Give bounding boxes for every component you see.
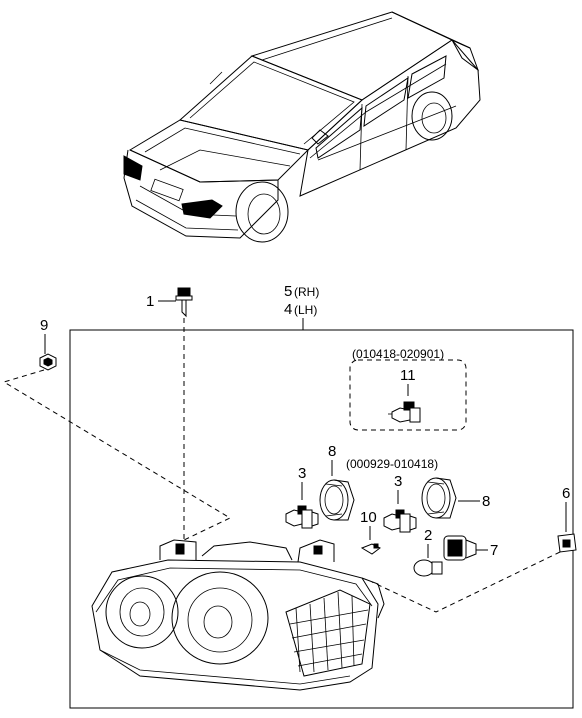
- headlamp-assembly: [91, 539, 385, 691]
- bulb-icon: [383, 509, 417, 533]
- callout-6: 6: [562, 485, 570, 502]
- callout-4: 4: [284, 301, 292, 318]
- callout-11: 11: [400, 367, 416, 384]
- callout-5: 5: [284, 283, 292, 300]
- callout-10: 10: [360, 509, 377, 526]
- car-illustration: [123, 11, 481, 243]
- bulb-icon: [285, 505, 319, 529]
- screw-icon: [175, 287, 193, 318]
- callout-4-suffix: (LH): [294, 303, 317, 317]
- callout-3b: 3: [394, 473, 402, 490]
- callout-3a: 3: [298, 465, 306, 482]
- callout-2: 2: [424, 527, 432, 544]
- callout-9: 9: [40, 317, 48, 334]
- callout-5-suffix: (RH): [294, 285, 319, 299]
- bulb-icon: [360, 543, 381, 555]
- clip-icon: [557, 533, 577, 553]
- date-range-top: (010418-020901): [352, 347, 444, 361]
- date-range-mid: (000929-010418): [346, 457, 438, 471]
- socket-icon: [443, 535, 477, 561]
- callout-8a: 8: [328, 443, 336, 460]
- callout-8b: 8: [482, 493, 490, 510]
- assembly-frame: [69, 329, 574, 709]
- callout-1: 1: [146, 293, 154, 310]
- dust-cap-icon: [319, 479, 355, 521]
- nut-icon: [39, 353, 57, 371]
- callout-7: 7: [490, 542, 498, 559]
- bulb-icon: [388, 401, 421, 423]
- bulb-icon: [413, 559, 443, 577]
- variant-box: [349, 359, 467, 431]
- dust-cap-icon: [421, 477, 457, 519]
